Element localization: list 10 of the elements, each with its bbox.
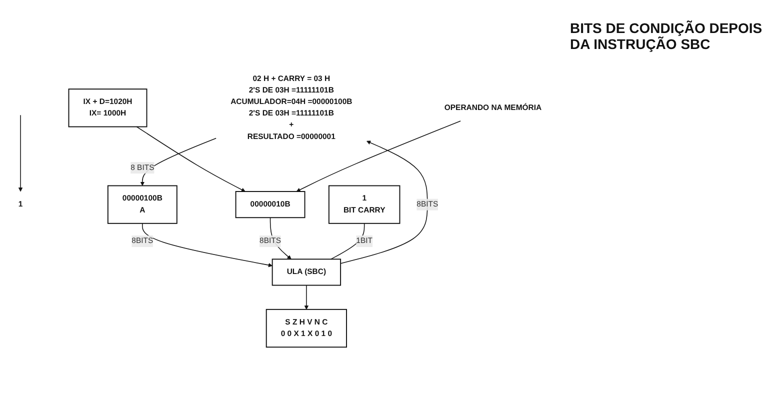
arrow: [140, 137, 216, 186]
arrow: [142, 222, 273, 267]
arrow: [304, 284, 309, 310]
arrow: [296, 120, 461, 192]
note-text: BITS DE CONDIÇÃO DEPOIS DA INSTRUÇÃO SBC: [570, 20, 764, 52]
arrow: [18, 114, 23, 192]
arrow: [270, 216, 292, 259]
arrow: [136, 126, 246, 192]
arrow: [340, 140, 428, 264]
connector: [330, 222, 365, 260]
